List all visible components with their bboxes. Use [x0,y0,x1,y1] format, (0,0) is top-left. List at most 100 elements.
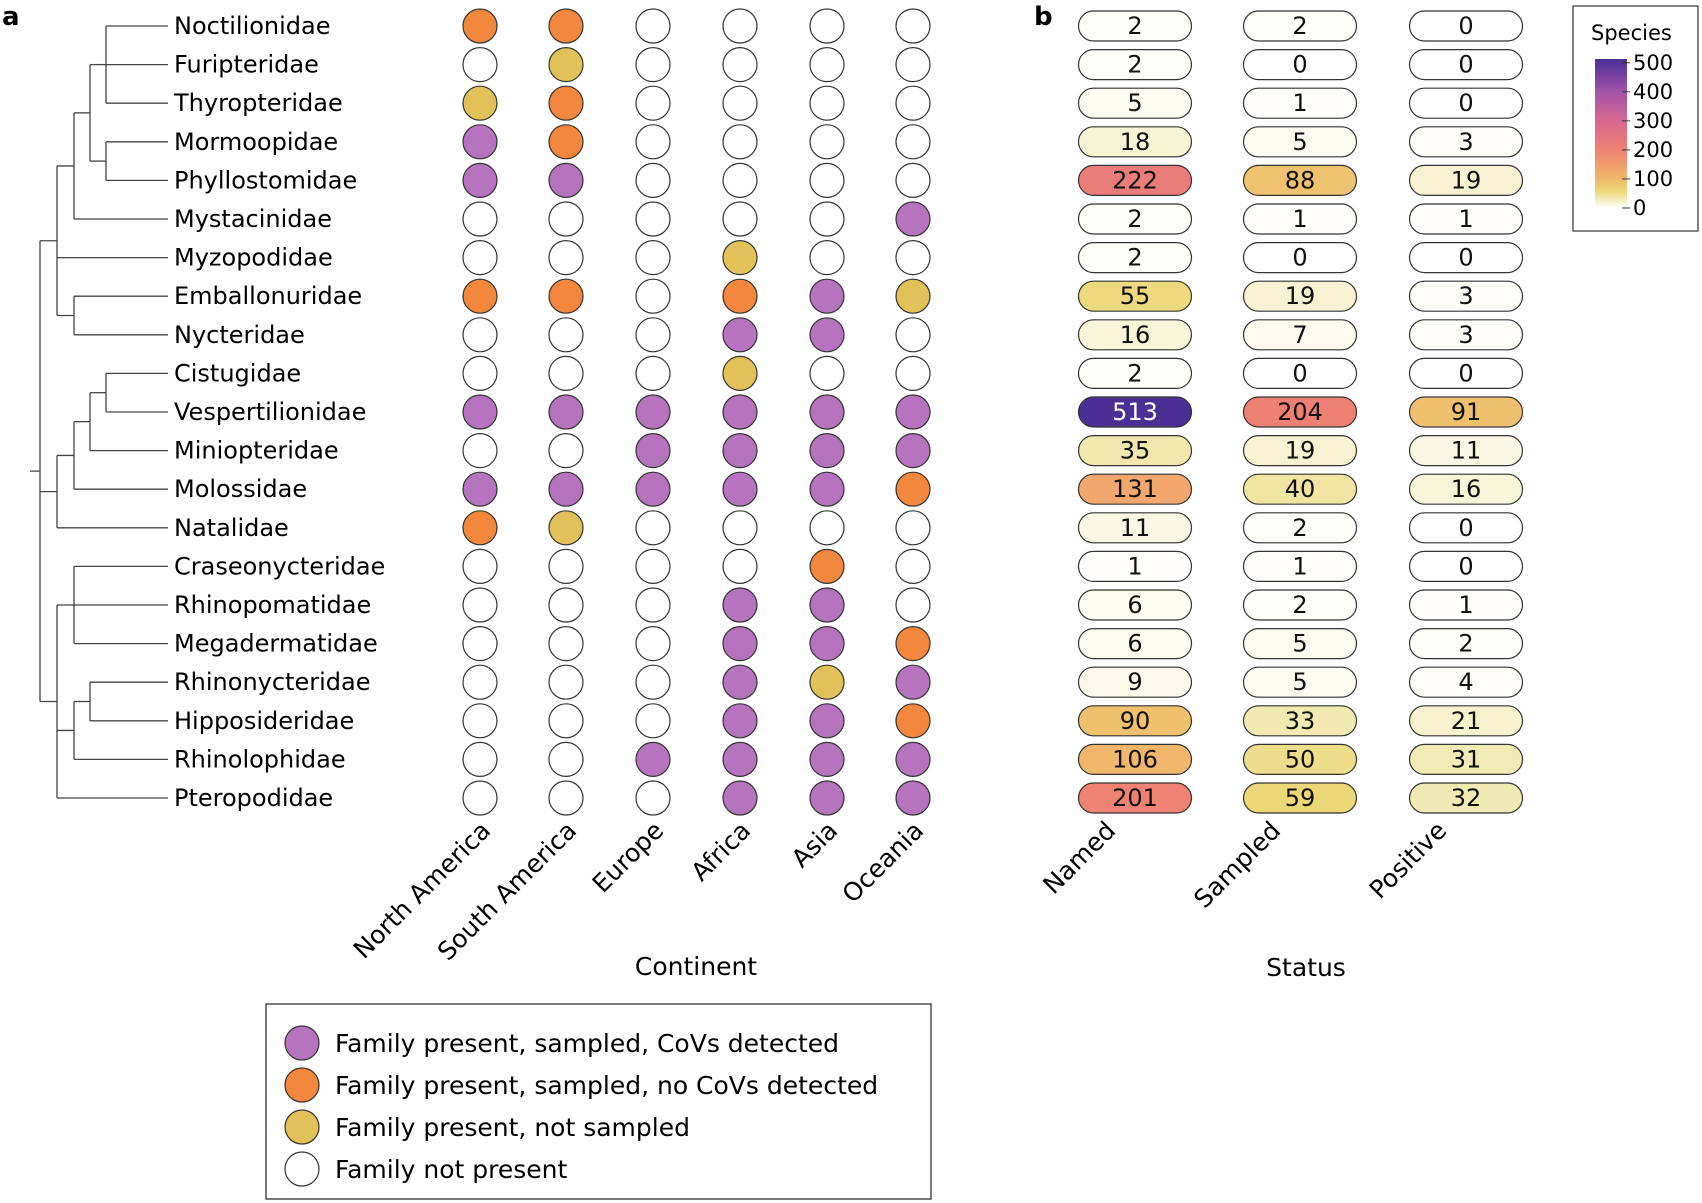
dot-molossidae-europe [635,471,671,507]
dot-natalidae-oceania [895,510,931,546]
dot-thyropteridae-south-america [548,85,584,121]
cell-value: 90 [1120,707,1151,735]
cell-nycteridae-positive [1408,319,1524,351]
cell-rhinopomatidae-named [1077,589,1193,621]
dot-rhinopomatidae-oceania [895,587,931,623]
cell-value: 19 [1285,282,1316,310]
family-label-miniopteridae: Miniopteridae [174,437,339,465]
cell-value: 9 [1127,668,1142,696]
dot-vespertilionidae-north-america [462,394,498,430]
family-label-myzopodidae: Myzopodidae [174,244,333,272]
cell-thyropteridae-named [1077,87,1193,119]
dot-myzopodidae-south-america [548,240,584,276]
cell-myzopodidae-sampled [1242,242,1358,274]
cell-value: 0 [1458,51,1473,79]
cell-value: 0 [1458,514,1473,542]
dot-molossidae-south-america [548,471,584,507]
cell-phyllostomidae-positive [1408,164,1524,196]
dot-hipposideridae-africa [722,703,758,739]
cell-value: 16 [1120,321,1151,349]
dot-emballonuridae-africa [722,278,758,314]
cell-rhinonycteridae-positive [1408,666,1524,698]
continent-presence-dots [462,8,931,816]
cell-value: 0 [1458,552,1473,580]
dot-megadermatidae-europe [635,625,671,662]
cell-miniopteridae-sampled [1242,435,1358,467]
family-labels: NoctilionidaeFuripteridaeThyropteridaeMo… [173,12,385,812]
cell-value: 201 [1112,784,1158,812]
dot-nycteridae-south-america [548,317,584,353]
dot-noctilionidae-africa [722,8,758,44]
cell-value: 40 [1285,475,1316,503]
family-label-rhinopomatidae: Rhinopomatidae [174,591,371,619]
cell-value: 55 [1120,282,1151,310]
dot-furipteridae-south-america [548,46,584,83]
dot-mystacinidae-africa [722,201,758,237]
dot-pteropodidae-africa [722,780,758,816]
dot-vespertilionidae-asia [809,394,845,430]
cell-miniopteridae-named [1077,435,1193,467]
colorbar-frame [1572,5,1699,232]
dot-miniopteridae-north-america [462,433,498,469]
cell-value: 18 [1120,128,1151,156]
dot-thyropteridae-oceania [895,85,931,121]
family-label-emballonuridae: Emballonuridae [174,282,362,310]
dot-rhinopomatidae-africa [722,587,758,623]
colorbar-gradient [1595,59,1627,208]
cell-value: 6 [1127,630,1142,658]
cell-pteropodidae-positive [1408,782,1524,814]
dot-miniopteridae-africa [722,433,758,469]
dot-furipteridae-europe [635,46,671,83]
cell-rhinopomatidae-sampled [1242,589,1358,621]
cell-value: 5 [1127,89,1142,117]
dot-phyllostomidae-north-america [462,162,498,198]
dot-rhinopomatidae-north-america [462,587,498,623]
status-axis-title: Status [1266,953,1346,982]
dot-pteropodidae-oceania [895,780,931,816]
dot-molossidae-asia [809,471,845,507]
dot-rhinolophidae-north-america [462,741,498,778]
cell-value: 5 [1292,128,1307,156]
cell-value: 3 [1458,282,1473,310]
cell-value: 19 [1285,437,1316,465]
dot-natalidae-africa [722,510,758,546]
cell-value: 2 [1127,205,1142,233]
dot-pteropodidae-south-america [548,780,584,816]
cell-myzopodidae-named [1077,242,1193,274]
dot-rhinolophidae-europe [635,741,671,778]
dot-molossidae-africa [722,471,758,507]
cell-rhinolophidae-sampled [1242,743,1358,776]
cell-phyllostomidae-named [1077,164,1193,196]
dot-hipposideridae-south-america [548,703,584,739]
dot-noctilionidae-europe [635,8,671,44]
phylogenetic-tree [30,25,168,799]
cell-rhinolophidae-positive [1408,743,1524,776]
cell-value: 2 [1127,359,1142,387]
cell-craseonycteridae-named [1077,550,1193,583]
family-label-hipposideridae: Hipposideridae [174,707,354,735]
dot-natalidae-south-america [548,510,584,546]
cell-value: 2 [1127,51,1142,79]
cell-mystacinidae-named [1077,203,1193,235]
cell-noctilionidae-sampled [1242,10,1358,42]
dot-noctilionidae-asia [809,8,845,44]
cell-value: 4 [1458,668,1473,696]
dot-hipposideridae-europe [635,703,671,739]
dot-rhinolophidae-asia [809,741,845,778]
dot-craseonycteridae-north-america [462,548,498,585]
cell-value: 32 [1451,784,1482,812]
dot-vespertilionidae-africa [722,394,758,430]
family-label-molossidae: Molossidae [174,475,307,503]
status-label-positive: Positive [1364,816,1453,905]
colorbar-tick-label: 500 [1633,51,1673,75]
cell-value: 2 [1292,591,1307,619]
dot-mormoopidae-oceania [895,124,931,160]
dot-furipteridae-oceania [895,46,931,83]
dot-phyllostomidae-africa [722,162,758,198]
colorbar-tick-label: 100 [1633,167,1673,191]
cell-megadermatidae-named [1077,627,1193,660]
dot-cistugidae-africa [722,355,758,391]
cell-value: 21 [1451,707,1482,735]
